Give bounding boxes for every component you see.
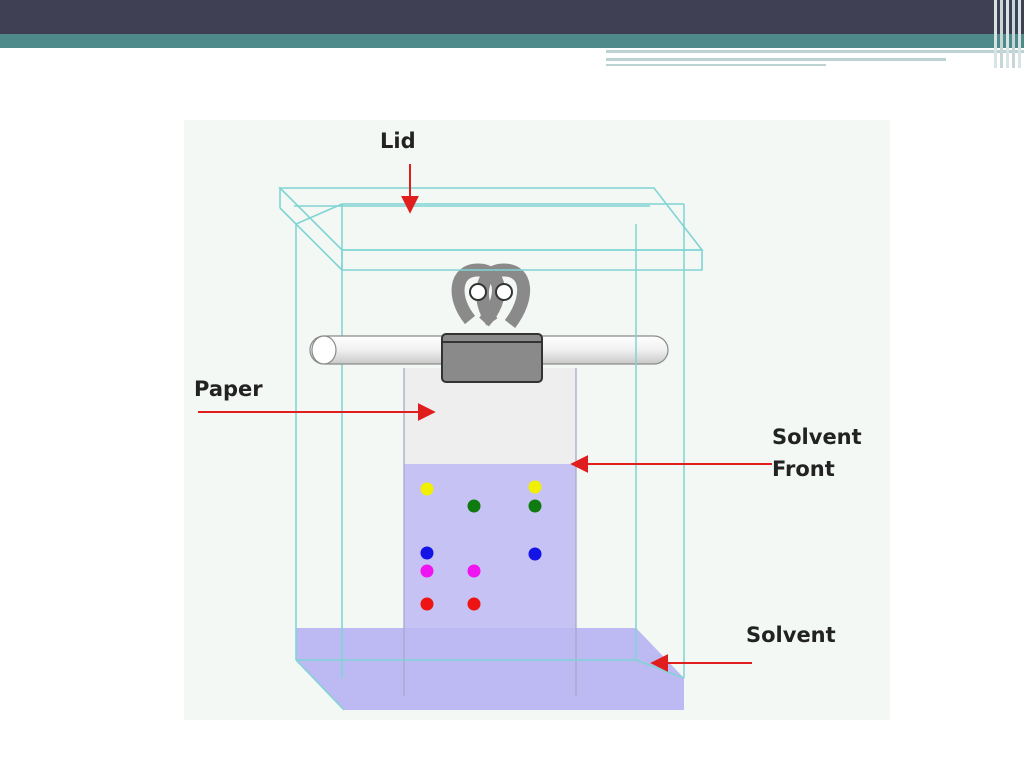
spot-lane2-green — [467, 499, 481, 513]
accent-line-upper — [606, 50, 1024, 53]
spot-lane1-blue — [420, 546, 434, 560]
spot-lane1-magenta — [420, 564, 434, 578]
chromatogram-spots — [420, 480, 542, 611]
header-teal-band — [0, 34, 1024, 48]
chromatography-diagram: Lid Paper Solvent Front Solvent — [184, 120, 890, 720]
spot-lane3-blue — [528, 547, 542, 561]
spot-lane2-red — [467, 597, 481, 611]
solvent-front-label-line2: Front — [772, 457, 835, 481]
spot-lane1-yellow — [420, 482, 434, 496]
header-dark-band — [0, 0, 1024, 34]
spot-lane3-green — [528, 499, 542, 513]
paper-label: Paper — [194, 377, 263, 401]
header-vertical-stripes — [994, 0, 1021, 68]
accent-line-lower — [606, 58, 946, 61]
spot-lane2-magenta — [467, 564, 481, 578]
accent-line-bottom — [606, 64, 826, 66]
paper-strip-wet — [404, 464, 576, 696]
tank-back — [341, 203, 685, 678]
spot-lane3-yellow — [528, 480, 542, 494]
solvent-label: Solvent — [746, 623, 836, 647]
lid-label: Lid — [380, 129, 416, 153]
spot-lane1-red — [420, 597, 434, 611]
solvent-front-label-line1: Solvent — [772, 425, 862, 449]
tank-lid — [278, 187, 704, 271]
label-arrows — [198, 164, 772, 672]
paper-strip-edges — [403, 368, 577, 696]
